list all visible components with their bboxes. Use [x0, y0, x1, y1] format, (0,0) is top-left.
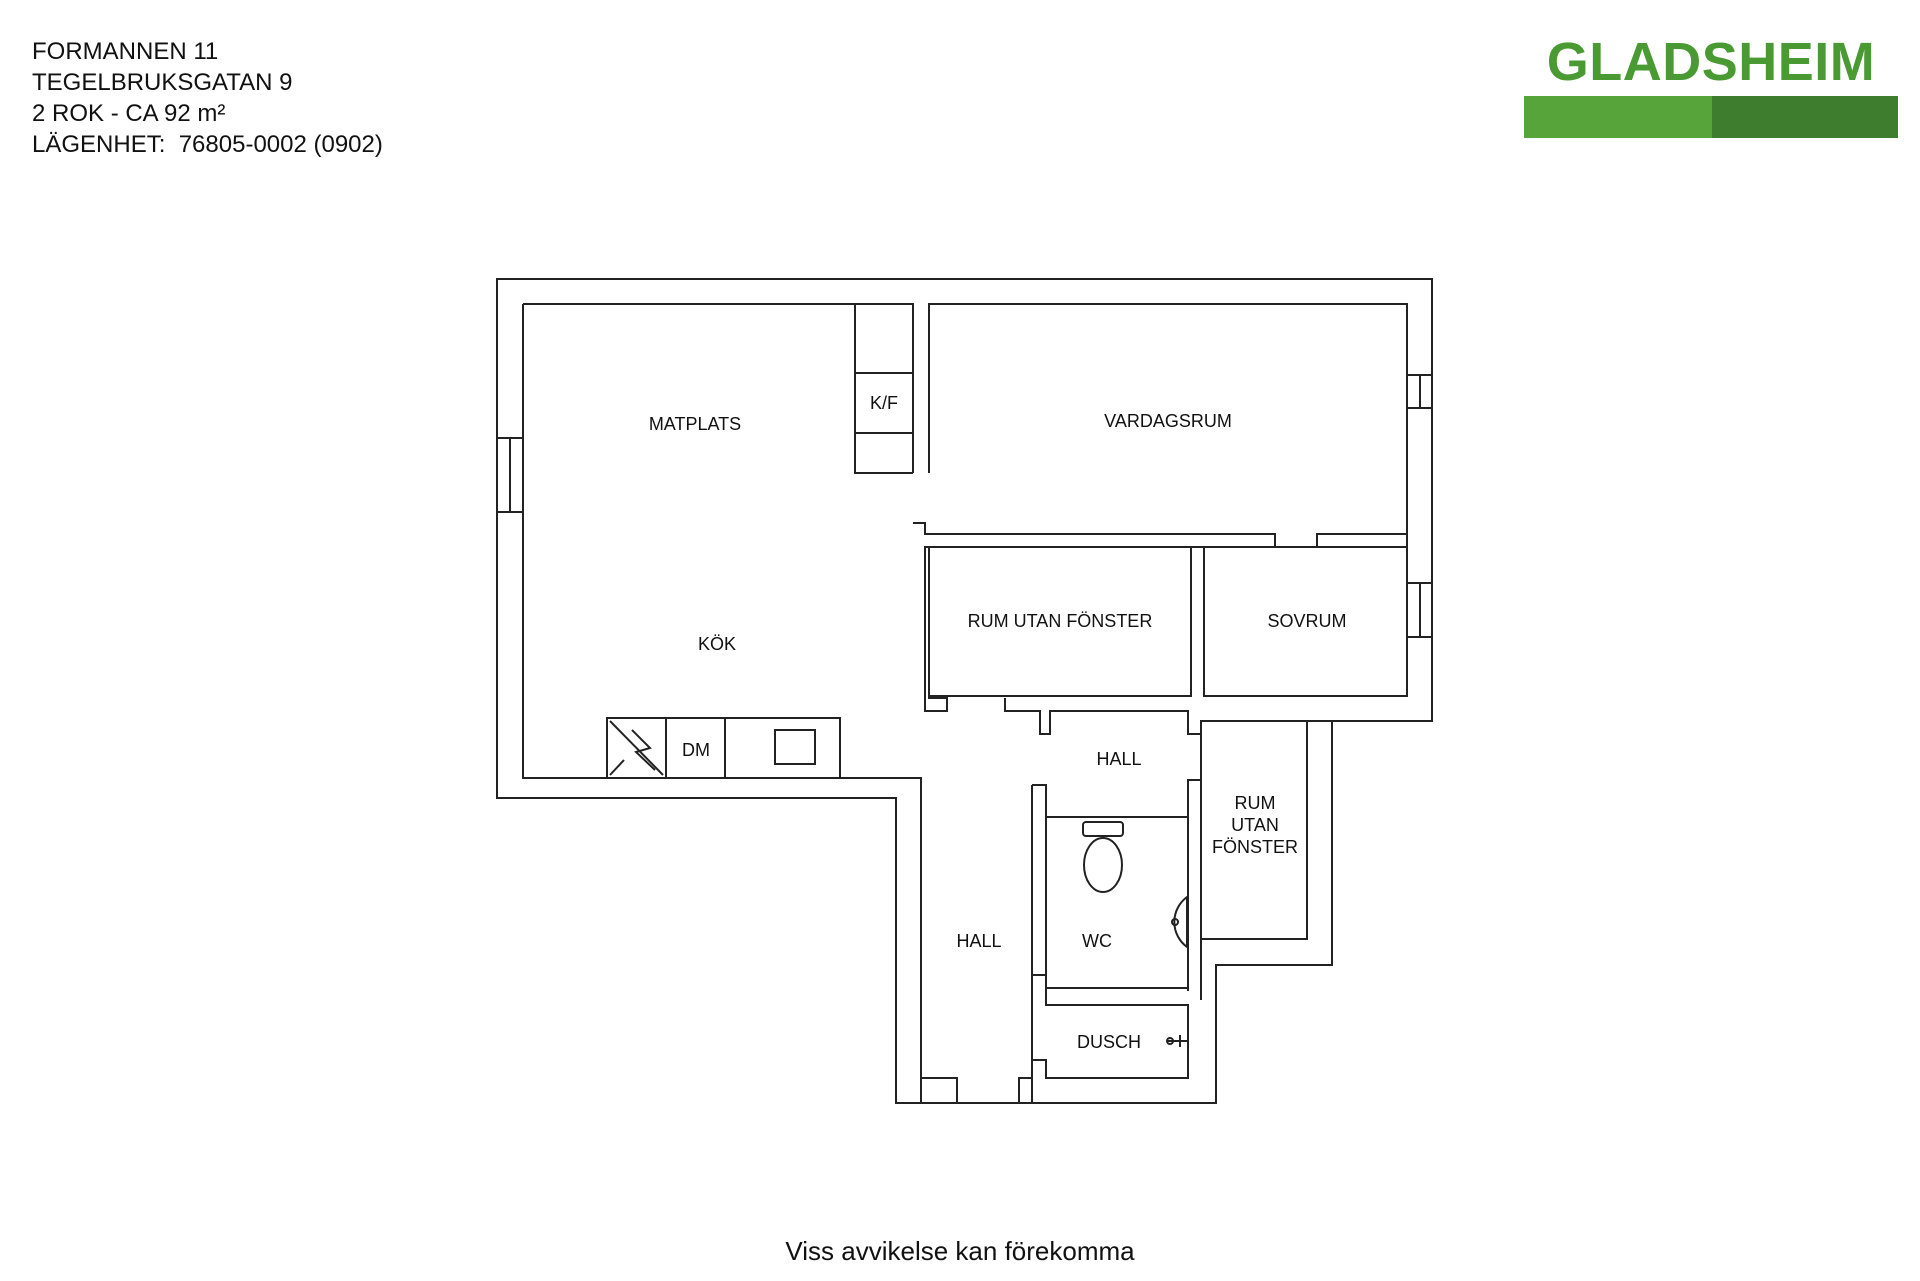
kf-closet	[854, 304, 913, 474]
shower-tap	[1168, 1035, 1187, 1047]
property-info: FORMANNEN 11 TEGELBRUKSGATAN 9 2 ROK - C…	[32, 36, 383, 160]
logo-bar-dark	[1712, 96, 1898, 138]
apartment-number: LÄGENHET: 76805-0002 (0902)	[32, 131, 383, 158]
toilet-tank	[1082, 821, 1124, 837]
label-matplats: MATPLATS	[649, 414, 741, 434]
label-vardagsrum: VARDAGSRUM	[1104, 411, 1232, 431]
label-rum-utan-fonster-1: RUM UTAN FÖNSTER	[968, 611, 1153, 631]
stove-symbol	[609, 720, 664, 776]
property-name: FORMANNEN 11	[32, 38, 219, 65]
label-hall-upper: HALL	[1096, 749, 1141, 769]
sink	[774, 729, 816, 765]
label-rum-utan-fonster-2-l2: UTAN	[1231, 815, 1279, 835]
gladsheim-logo: GLADSHEIM	[1524, 32, 1898, 138]
wall-wc-top	[1046, 816, 1189, 991]
street-address: TEGELBRUKSGATAN 9	[32, 69, 293, 96]
wall-vardag-bottom-a	[913, 522, 1276, 712]
label-dusch: DUSCH	[1077, 1032, 1141, 1052]
room-sovrum	[1203, 546, 1408, 697]
window-right-mid	[1407, 582, 1432, 638]
kitchen-counter	[606, 717, 841, 779]
apartment-size: 2 ROK - CA 92 m²	[32, 100, 226, 127]
washbasin	[1173, 895, 1188, 949]
label-wc: WC	[1082, 931, 1112, 951]
label-kf: K/F	[870, 393, 898, 413]
washbasin-drain	[1171, 918, 1179, 926]
wall-dusch	[1032, 974, 1189, 1079]
label-rum-utan-fonster-2-l1: RUM	[1235, 793, 1276, 813]
entry-door	[921, 1077, 1032, 1103]
disclaimer: Viss avvikelse kan förekomma	[785, 1236, 1135, 1266]
window-left	[497, 437, 523, 513]
window-right-top	[1407, 374, 1432, 409]
inner-wall-top	[523, 303, 914, 473]
outer-wall	[496, 278, 1433, 1104]
label-hall-lower: HALL	[956, 931, 1001, 951]
logo-bar-light	[1524, 96, 1712, 138]
wall-wc	[1032, 779, 1202, 1000]
toilet-bowl	[1083, 837, 1123, 893]
counter-dividers	[665, 718, 726, 778]
label-dm: DM	[682, 740, 710, 760]
wall-hall-upper	[1004, 698, 1332, 735]
room-rum-utan-fonster-2	[1200, 720, 1308, 940]
inner-wall-vardag	[928, 303, 1408, 534]
wall-vardag-bottom-b	[1316, 533, 1408, 548]
label-sovrum: SOVRUM	[1267, 611, 1346, 631]
label-kok: KÖK	[698, 634, 736, 654]
logo-text: GLADSHEIM	[1546, 32, 1876, 92]
room-rum-utan-fonster-1	[928, 546, 1192, 697]
label-rum-utan-fonster-2-l3: FÖNSTER	[1212, 837, 1298, 857]
